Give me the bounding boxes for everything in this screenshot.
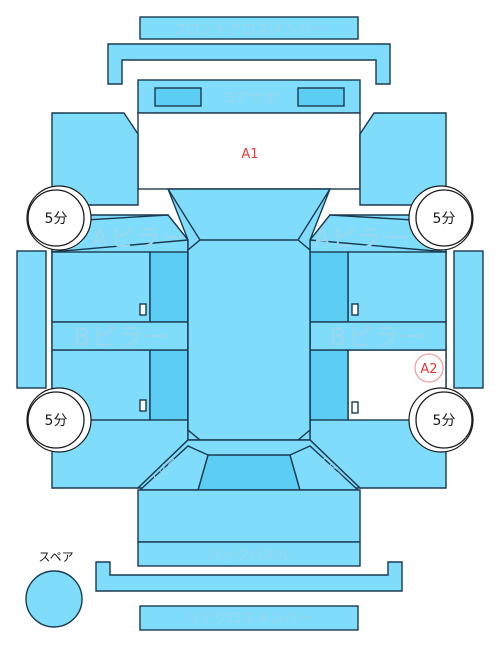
trunk-floor[interactable]	[137, 489, 361, 543]
damage-mark-a1: A1	[241, 147, 258, 162]
front-cross-member[interactable]: フロントクロスメンバー	[139, 16, 359, 40]
b-pillar-left-label: Bピラー	[74, 323, 170, 351]
left-rear-sill[interactable]	[149, 349, 189, 421]
damage-mark-a2: A2	[414, 353, 444, 383]
rear-window[interactable]	[197, 454, 301, 491]
left-side-sill[interactable]	[16, 250, 47, 389]
left-front-marker	[139, 303, 147, 316]
right-rear-sill[interactable]	[309, 349, 349, 421]
back-panel[interactable]: バックパネル	[137, 541, 361, 567]
front-cross-member-label: フロントクロスメンバー	[172, 22, 326, 38]
a-pillar-right-label: Aピラー	[314, 224, 410, 252]
tire-front-right[interactable]: 5分	[408, 185, 474, 251]
right-front-marker	[351, 303, 359, 316]
roof-edge-lines	[167, 188, 331, 441]
engine-bay[interactable]: A1	[137, 112, 361, 190]
left-front-door-panel[interactable]	[51, 251, 151, 323]
rear-bumper-reinforcement[interactable]	[95, 561, 403, 592]
rear-cross-member[interactable]: リアクロスメンバー	[139, 605, 359, 631]
b-pillar-right[interactable]: Bピラー	[309, 321, 447, 351]
tire-front-right-label: 5分	[433, 211, 456, 227]
core-support-label: コアサポ	[222, 91, 278, 107]
tire-rear-right-label: 5分	[433, 413, 456, 429]
right-front-door-panel[interactable]	[347, 251, 447, 323]
spare-label: スペア	[38, 550, 73, 564]
left-rear-marker	[139, 399, 147, 412]
b-pillar-right-label: Bピラー	[330, 323, 426, 351]
b-pillar-left[interactable]: Bピラー	[51, 321, 189, 351]
left-front-sill[interactable]	[149, 251, 189, 323]
rear-cross-member-label: リアクロスメンバー	[186, 611, 311, 627]
spare-tire[interactable]: スペア	[25, 550, 83, 628]
right-rear-marker	[351, 401, 359, 414]
svg-text:A2: A2	[420, 362, 437, 377]
roof-top[interactable]	[187, 239, 311, 441]
tire-front-left-label: 5分	[45, 211, 68, 227]
front-bumper-reinforcement[interactable]	[107, 43, 391, 85]
back-panel-label: バックパネル	[207, 548, 290, 564]
right-side-sill[interactable]	[453, 250, 484, 389]
tire-rear-left[interactable]: 5分	[26, 387, 92, 453]
tire-rear-left-label: 5分	[45, 413, 68, 429]
tire-front-left[interactable]: 5分	[26, 185, 92, 251]
right-front-sill[interactable]	[309, 251, 349, 323]
core-support[interactable]: コアサポ	[137, 79, 361, 114]
tire-rear-right[interactable]: 5分	[408, 387, 474, 453]
a-pillar-left-label: Aピラー	[92, 224, 188, 252]
